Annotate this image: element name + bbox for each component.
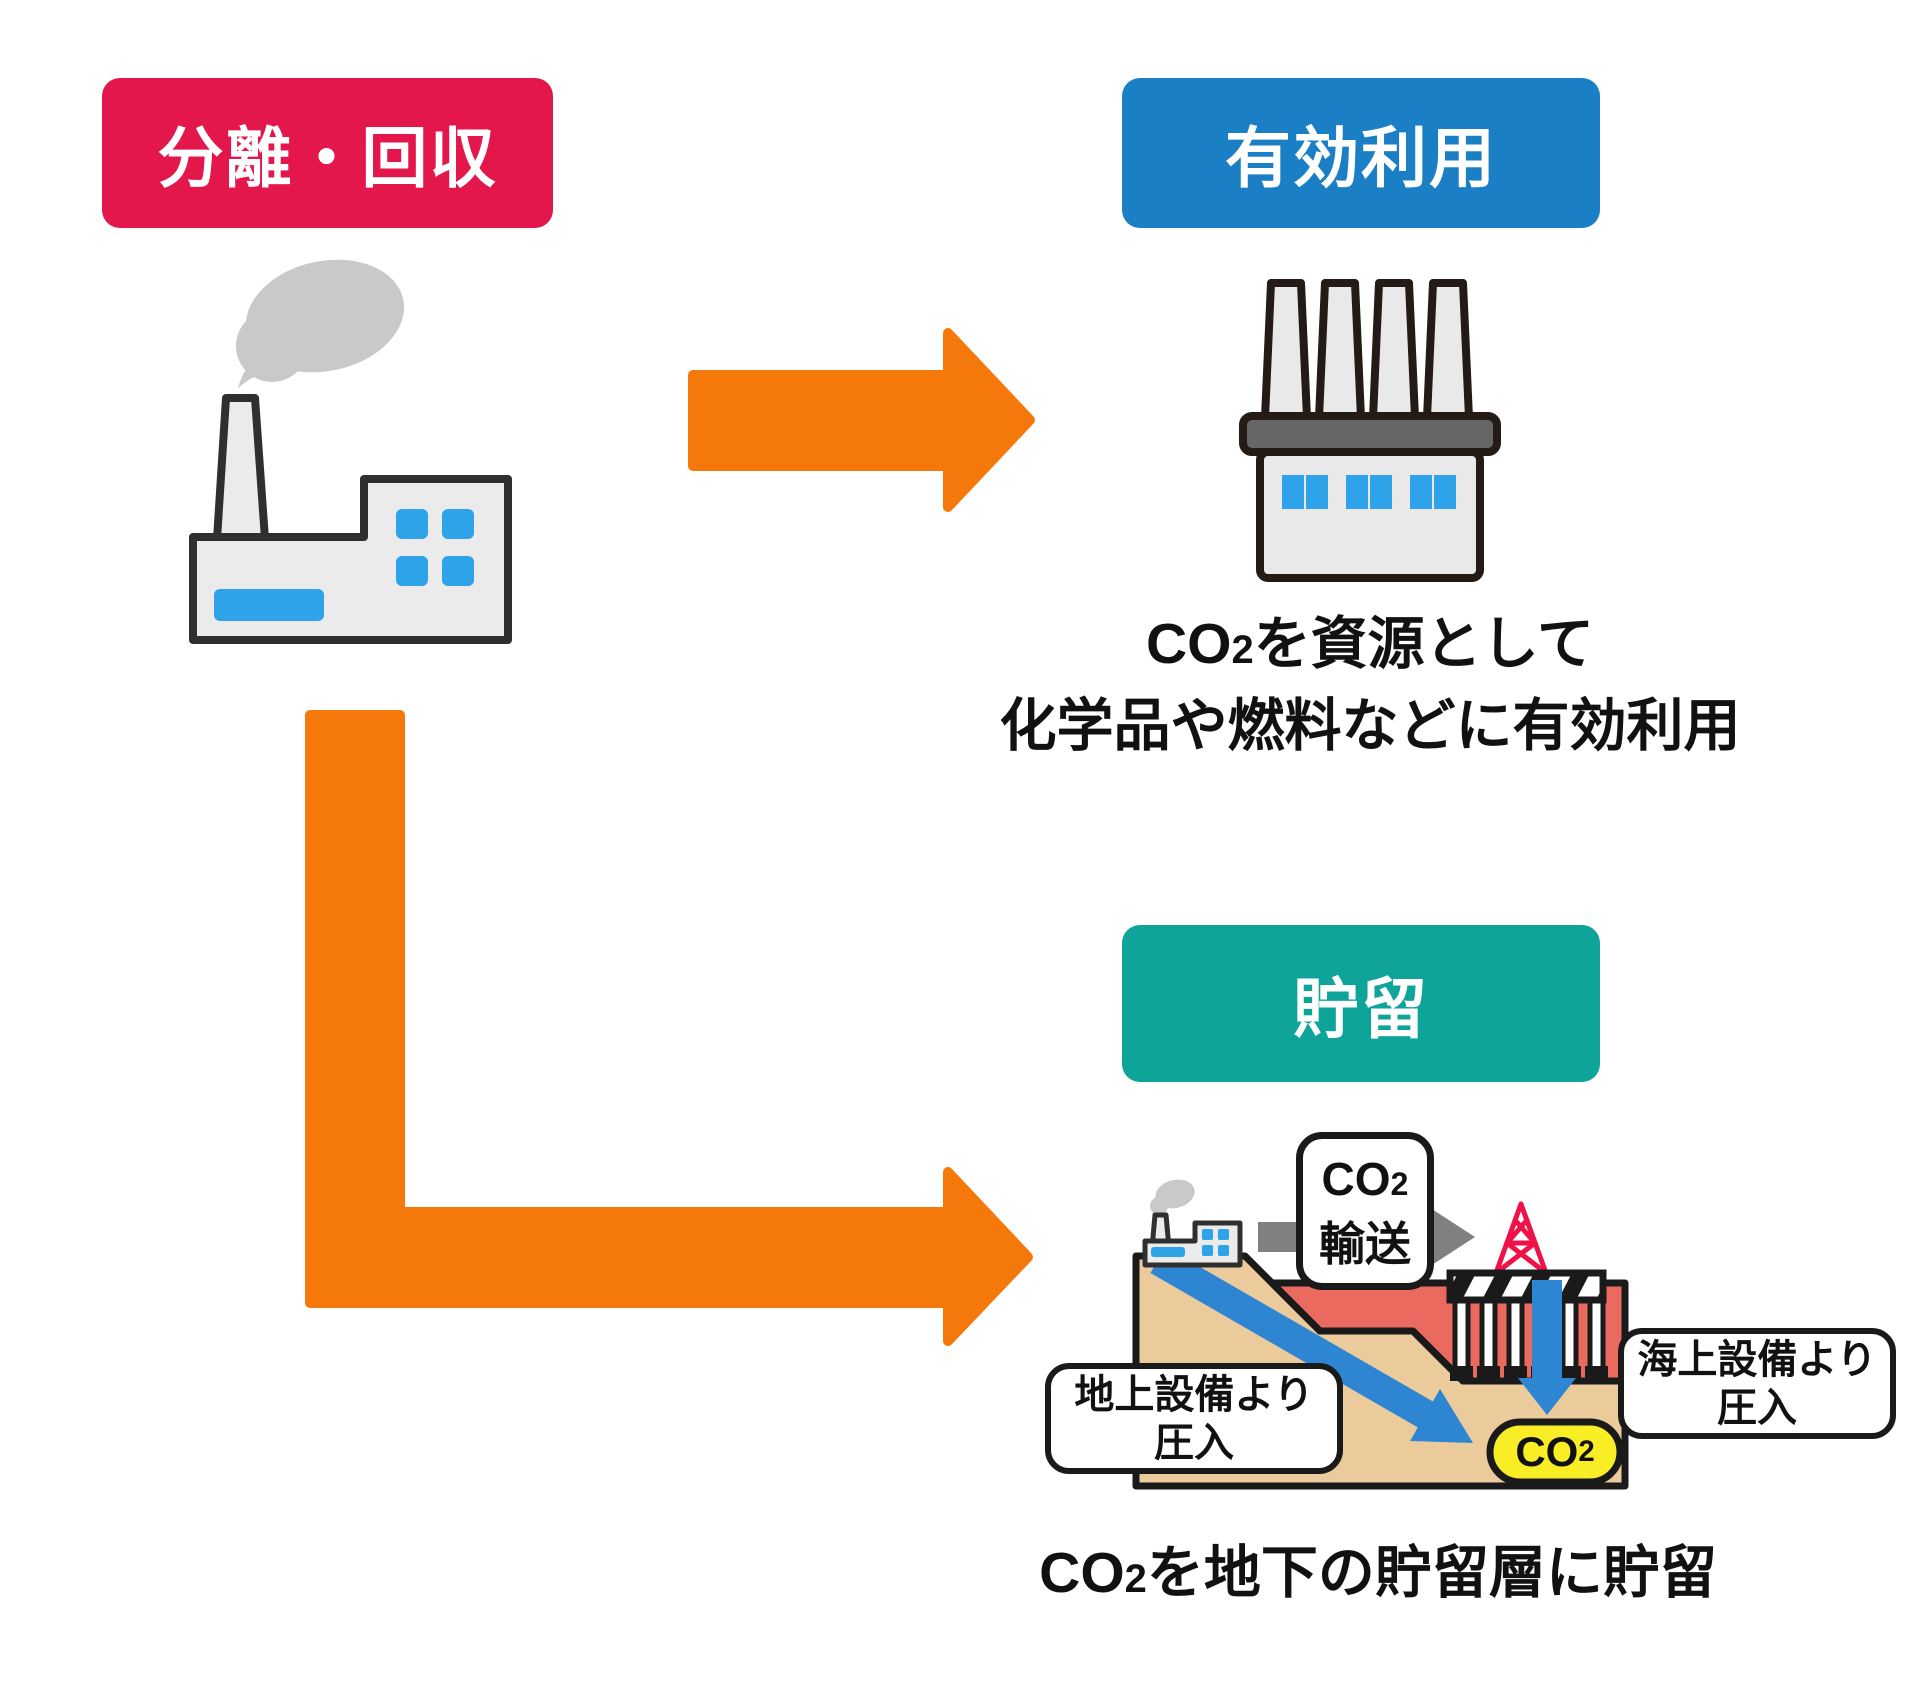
storage-caption: CO2を地下の貯留層に貯留 [1039, 1541, 1717, 1605]
capture-badge: 分離・回収 [102, 78, 553, 228]
plant-window [1370, 475, 1392, 509]
factory-window [442, 556, 474, 586]
factory-window [1218, 1229, 1229, 1240]
plant-stack-band [1239, 412, 1501, 456]
co2-transport-line1: CO2 [1321, 1152, 1409, 1205]
plant-window [1434, 475, 1456, 509]
factory-door-window [1151, 1247, 1185, 1257]
storage-badge-label: 貯留 [1293, 971, 1429, 1046]
factory-window [1202, 1229, 1213, 1240]
factory-window [396, 509, 428, 539]
plant-stack [1315, 279, 1365, 422]
sea-injection-line1: 海上設備より [1637, 1337, 1877, 1382]
plant-window [1410, 475, 1432, 509]
offshore-derrick-icon [1493, 1201, 1549, 1276]
plant-stack [1369, 279, 1419, 422]
plant-building [1256, 448, 1484, 582]
utilization-caption-line2: 化学品や燃料などに有効利用 [999, 694, 1741, 758]
co2-transport-line2: 輸送 [1319, 1217, 1411, 1270]
capture-badge-label: 分離・回収 [157, 121, 498, 195]
smoke-puff-small [1150, 1197, 1168, 1215]
sea-injection-arrow [1518, 1280, 1576, 1415]
factory-chimney [213, 394, 269, 543]
storage-factory-icon [1142, 1179, 1243, 1268]
utilization-caption: CO2を資源として 化学品や燃料などに有効利用 [960, 606, 1780, 764]
smoke-tail [238, 346, 275, 388]
plant-window [1346, 475, 1368, 509]
factory-with-smoke-icon [189, 259, 512, 644]
utilization-badge-label: 有効利用 [1225, 121, 1497, 195]
plant-window [1306, 475, 1328, 509]
sea-injection-line2: 圧入 [1717, 1385, 1797, 1430]
ground-injection-line1: 地上設備より [1074, 1372, 1314, 1417]
arrow-capture-to-utilization [688, 328, 1035, 512]
storage-badge: 貯留 [1122, 925, 1600, 1082]
ground-injection-arrow [1150, 1247, 1473, 1443]
co2-transport-box: CO2 輸送 [1296, 1132, 1434, 1290]
offshore-platform-deck [1446, 1269, 1607, 1304]
factory-door-window [214, 589, 324, 621]
factory-window [396, 556, 428, 586]
utilization-caption-line1: CO2を資源として [1146, 612, 1594, 676]
arrow-capture-to-storage [305, 710, 1033, 1346]
plant-window [1282, 475, 1304, 509]
ground-injection-line2: 圧入 [1154, 1420, 1234, 1465]
factory-window [1202, 1245, 1213, 1256]
plant-stack [1423, 279, 1473, 422]
utilization-badge: 有効利用 [1122, 78, 1600, 228]
ground-injection-box: 地上設備より 圧入 [1045, 1363, 1343, 1474]
factory-window [1218, 1245, 1229, 1256]
factory-window [442, 509, 474, 539]
sea-injection-box: 海上設備より 圧入 [1618, 1328, 1896, 1439]
co2-pill [1486, 1418, 1624, 1486]
power-plant-four-stacks-icon [1239, 279, 1501, 582]
plant-stack [1261, 279, 1311, 422]
